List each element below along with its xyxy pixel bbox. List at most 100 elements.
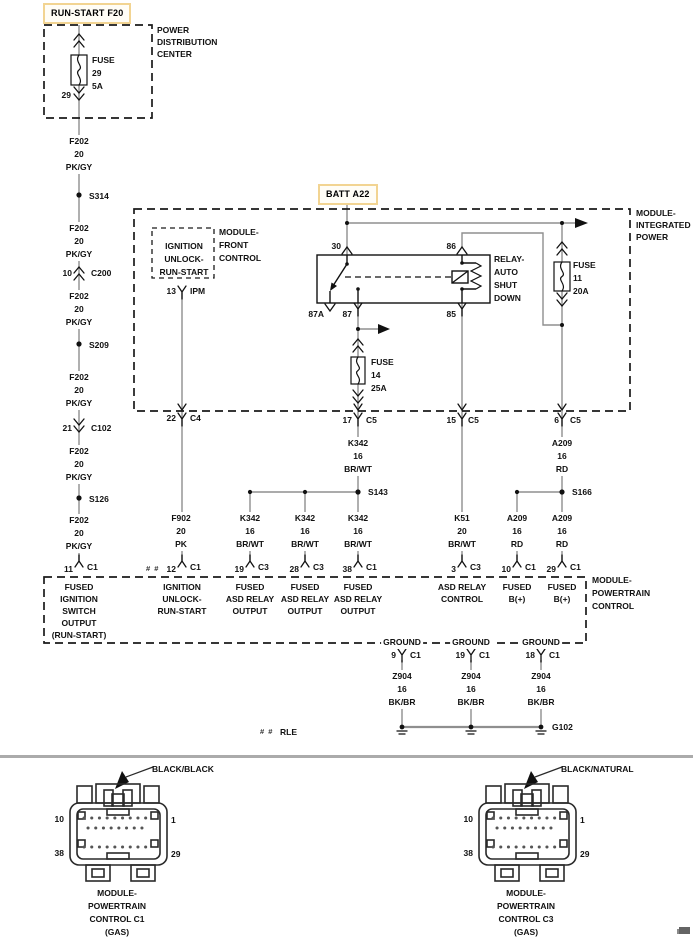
c5-17-pin: 17 [342, 415, 352, 425]
splice-s314: S314 [89, 191, 109, 201]
mip-title: MODULE- INTEGRATED POWER [636, 208, 691, 242]
run-start-f20-tag: RUN-START F20 [43, 3, 132, 24]
connector-caption-right: MODULE- POWERTRAIN CONTROL C3 (GAS) [496, 888, 556, 937]
wire-label-k51: K51 20 BR/WT [446, 512, 478, 551]
wire-label-f202-2: F202 20 PK/GY [63, 222, 95, 261]
pcm-pin-38: 38 [342, 564, 352, 574]
c4-name: C4 [190, 413, 201, 423]
splice-s166: S166 [572, 487, 592, 497]
ground-conn-19: C1 [479, 650, 490, 660]
conn-left-pin-10: 10 [54, 814, 64, 824]
wire-label-a209-main: A209 16 RD [549, 437, 575, 476]
ground-label-3: GROUND [520, 636, 562, 649]
wire-label-a209-b: A209 16 RD [549, 512, 575, 551]
module-front-control-title: MODULE- FRONT CONTROL [219, 227, 262, 263]
conn-right-pin-29: 29 [580, 849, 590, 859]
pcm-label-asd-output-1: FUSED ASD RELAY OUTPUT [225, 582, 275, 616]
c102-pin: 21 [62, 423, 72, 433]
asd-relay-symbol [316, 254, 491, 304]
conn-right-pin-38: 38 [463, 848, 473, 858]
fuse-14-label: FUSE 14 25A [371, 357, 394, 393]
pcm-label-fused-b1: FUSED B(+) [502, 582, 532, 604]
ipm-name: IPM [190, 286, 206, 296]
section-divider [0, 755, 693, 758]
ground-pin-9: 9 [391, 650, 396, 660]
relay-pin-87a: 87A [308, 309, 324, 319]
c200-name: C200 [91, 268, 112, 278]
ignition-unlock-box [151, 227, 215, 279]
c5-17-name: C5 [366, 415, 377, 425]
conn-right-pin-1: 1 [580, 815, 585, 825]
c4-pin: 22 [166, 413, 176, 423]
connector-caption-left: MODULE- POWERTRAIN CONTROL C1 (GAS) [87, 888, 147, 937]
grid-marker-icon: # # [146, 564, 160, 573]
pcm-pin-28: 28 [289, 564, 299, 574]
wire-label-a209-a: A209 16 RD [504, 512, 530, 551]
pcm-label-asd-output-3: FUSED ASD RELAY OUTPUT [333, 582, 383, 616]
wire-label-f202-3: F202 20 PK/GY [63, 290, 95, 329]
fuse-29-label: FUSE 29 5A [92, 55, 115, 91]
connector-color-left: BLACK/BLACK [152, 764, 214, 774]
ground-pin-18: 18 [525, 650, 535, 660]
ground-point-g102: G102 [552, 722, 573, 732]
pcm-conn-29: C1 [570, 562, 581, 572]
ground-conn-9: C1 [410, 650, 421, 660]
wire-label-z904-2: Z904 16 BK/BR [455, 670, 487, 709]
c5-15-name: C5 [468, 415, 479, 425]
pcm-pin-3: 3 [451, 564, 456, 574]
pdc-exit-pin: 29 [61, 90, 71, 100]
wire-label-z904-1: Z904 16 BK/BR [386, 670, 418, 709]
connector-color-right: BLACK/NATURAL [561, 764, 634, 774]
wire-label-f202-4: F202 20 PK/GY [63, 371, 95, 410]
relay-title: RELAY- AUTO SHUT DOWN [494, 254, 525, 303]
c5-6-name: C5 [570, 415, 581, 425]
ipm-pin: 13 [166, 286, 176, 296]
module-integrated-power-box [133, 208, 631, 412]
wire-label-f202-1: F202 20 PK/GY [63, 135, 95, 174]
pcm-conn-38: C1 [366, 562, 377, 572]
c200-pin: 10 [62, 268, 72, 278]
pcm-label-ignition-unlock: IGNITION UNLOCK- RUN-START [157, 582, 207, 616]
splice-s126: S126 [89, 494, 109, 504]
splice-dots [76, 192, 565, 501]
pcm-pin-11: 11 [64, 564, 73, 574]
c102-name: C102 [91, 423, 112, 433]
wire-label-k342-c: K342 16 BR/WT [342, 512, 374, 551]
batt-a22-tag: BATT A22 [318, 184, 378, 205]
pcm-conn-12: C1 [190, 562, 201, 572]
relay-pin-30: 30 [331, 241, 341, 251]
wire-label-f202-6: F202 20 PK/GY [63, 514, 95, 553]
pcm-connector-drawing [69, 766, 168, 882]
pcm-pin-12: 12 [166, 564, 176, 574]
ignition-unlock-box-label: IGNITION UNLOCK- RUN-START [159, 241, 209, 277]
power-distribution-center-box [43, 24, 153, 119]
c5-15-pin: 15 [446, 415, 456, 425]
connector-pointer-arrow-icon [115, 771, 129, 789]
c5-6-pin: 6 [554, 415, 559, 425]
fuse-11-label: FUSE 11 20A [573, 260, 596, 296]
wire-label-f902: F902 20 PK [169, 512, 193, 551]
pin-holes [82, 816, 155, 849]
pcm-pin-19: 19 [234, 564, 244, 574]
relay-pin-85: 85 [446, 309, 456, 319]
rle-note: RLE [280, 727, 297, 737]
connector-symbols [73, 33, 568, 735]
pcm-conn-10: C1 [525, 562, 536, 572]
ground-conn-18: C1 [549, 650, 560, 660]
ground-label-2: GROUND [450, 636, 492, 649]
pcm-label-asd-control: ASD RELAY CONTROL [437, 582, 487, 604]
wire-label-z904-3: Z904 16 BK/BR [525, 670, 557, 709]
fuse-symbols [70, 54, 571, 385]
grid-marker-icon: # # [260, 727, 274, 736]
ground-pin-19: 19 [455, 650, 465, 660]
wire-label-k342-a: K342 16 BR/WT [234, 512, 266, 551]
relay-pin-87: 87 [342, 309, 352, 319]
module-powertrain-control-box [43, 576, 587, 644]
wire-runs [78, 25, 575, 729]
pcm-label-fused-ignition: FUSED IGNITION SWITCH OUTPUT (RUN-START) [51, 582, 107, 640]
relay-pin-86: 86 [446, 241, 456, 251]
conn-right-pin-10: 10 [463, 814, 473, 824]
pcm-connector-drawing-right [477, 765, 578, 883]
wire-label-k342-main: K342 16 BR/WT [342, 437, 374, 476]
